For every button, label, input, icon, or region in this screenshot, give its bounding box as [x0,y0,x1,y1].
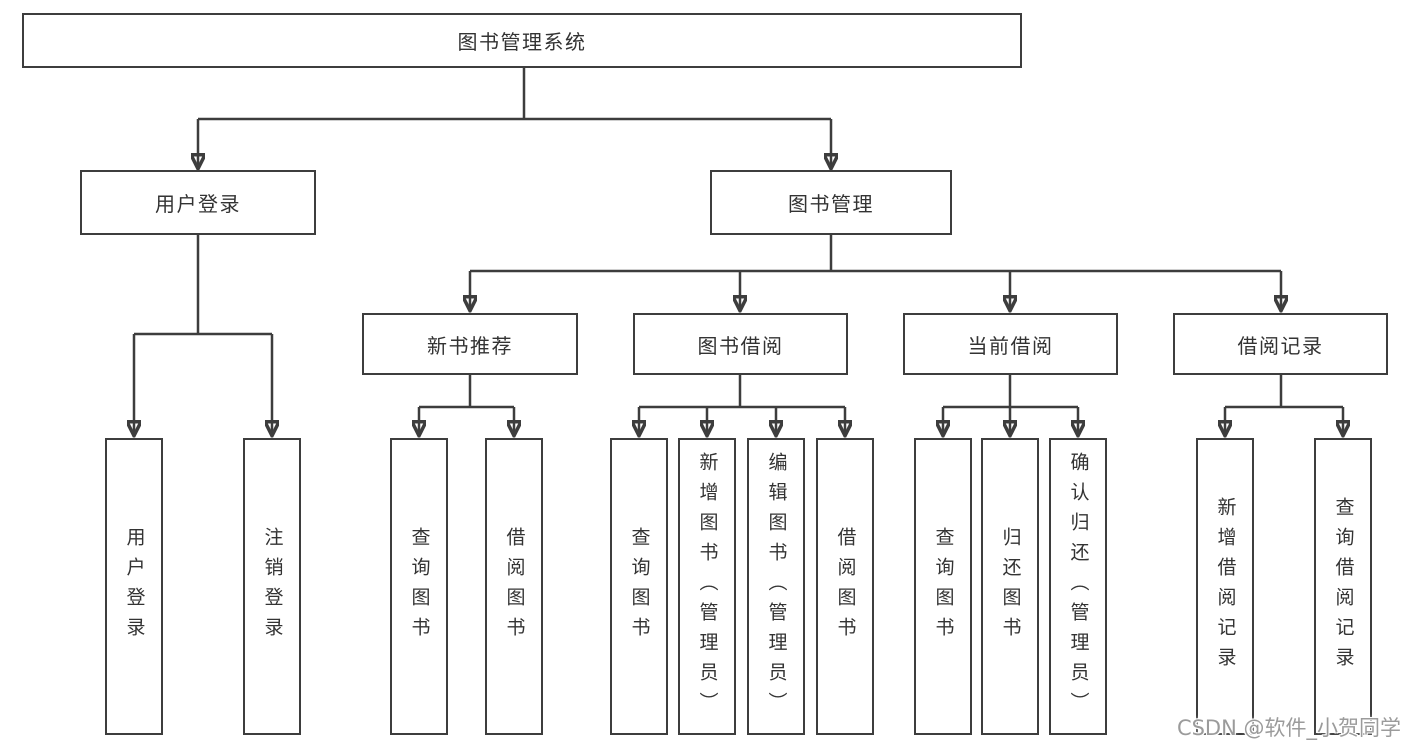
leaf-user-login: 用户登录 [105,438,163,735]
leaf-bb-add-books-admin: 新增图书（管理员） [678,438,736,735]
leaf-bb-query-books: 查询图书 [610,438,668,735]
node-book-management: 图书管理 [710,170,952,235]
leaf-cb-query-books: 查询图书 [914,438,972,735]
node-library-system: 图书管理系统 [22,13,1022,68]
node-borrowing-records: 借阅记录 [1173,313,1388,375]
leaf-nb-borrow-books: 借阅图书 [485,438,543,735]
watermark: CSDN @软件_小贺同学 [1176,716,1401,740]
leaf-bb-edit-books-admin: 编辑图书（管理员） [747,438,805,735]
leaf-br-query-record: 查询借阅记录 [1314,438,1372,735]
leaf-br-add-record: 新增借阅记录 [1196,438,1254,735]
node-current-borrowing: 当前借阅 [903,313,1118,375]
node-user-login-group: 用户登录 [80,170,316,235]
leaf-logout-login: 注销登录 [243,438,301,735]
leaf-cb-confirm-return-admin: 确认归还（管理员） [1049,438,1107,735]
node-book-borrowing: 图书借阅 [633,313,848,375]
leaf-bb-borrow-books: 借阅图书 [816,438,874,735]
node-new-book-recommend: 新书推荐 [362,313,578,375]
leaf-nb-query-books: 查询图书 [390,438,448,735]
leaf-cb-return-books: 归还图书 [981,438,1039,735]
